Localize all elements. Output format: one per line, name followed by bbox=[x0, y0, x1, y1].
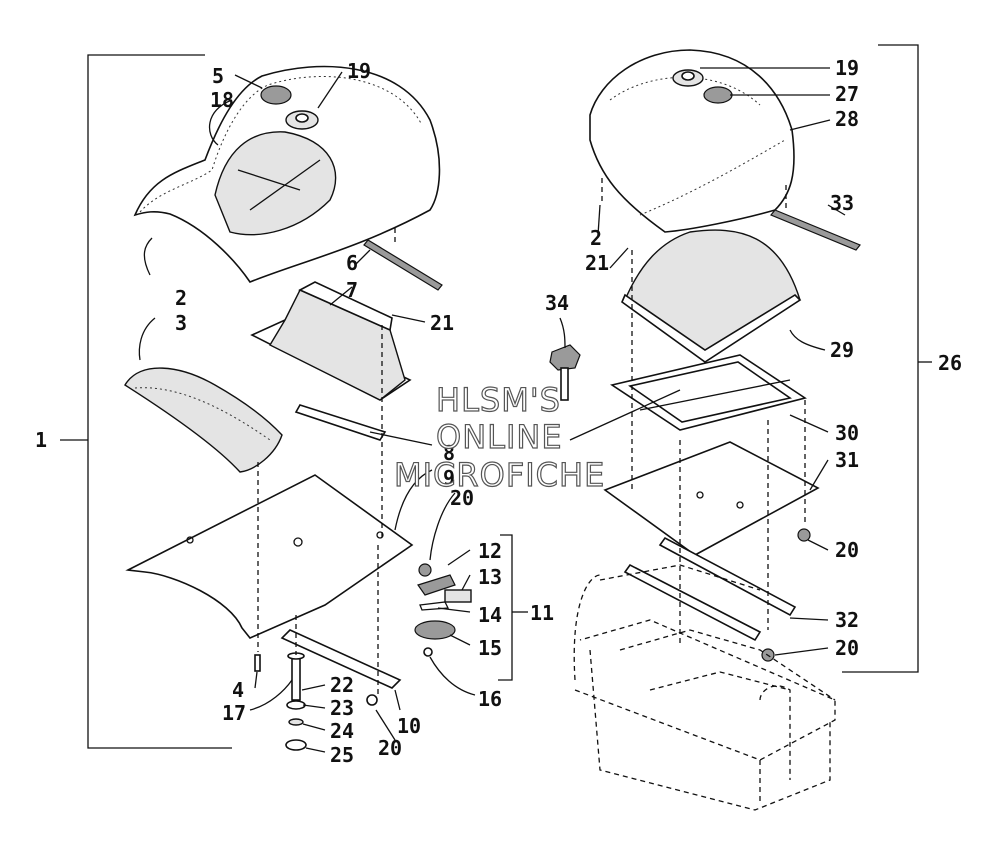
part-30-frame bbox=[610, 354, 807, 431]
callout-21-left: 21 bbox=[430, 311, 454, 335]
part-31-plate bbox=[603, 441, 820, 556]
bolt-stack bbox=[254, 652, 378, 751]
callout-9: 9 bbox=[443, 466, 455, 490]
watermark-line-2: ONLINE bbox=[436, 418, 563, 456]
callout-19-left: 19 bbox=[347, 59, 371, 83]
part-34-knob bbox=[549, 344, 581, 401]
callout-24: 24 bbox=[330, 719, 354, 743]
watermark: HLSM'S ONLINE MICROFICHE bbox=[393, 380, 605, 494]
part-6-strap bbox=[363, 239, 443, 291]
callout-26: 26 bbox=[938, 351, 962, 375]
callout-33: 33 bbox=[830, 191, 854, 215]
callout-22: 22 bbox=[330, 673, 354, 697]
part-5-pad bbox=[260, 85, 292, 105]
callout-20-d: 20 bbox=[835, 636, 859, 660]
callout-labels: 1 2 3 4 5 6 7 8 9 10 11 12 13 14 15 16 1… bbox=[35, 56, 962, 767]
callout-15: 15 bbox=[478, 636, 502, 660]
callout-18: 18 bbox=[210, 88, 234, 112]
bracket-right bbox=[842, 44, 932, 673]
part-9-base-plate bbox=[125, 474, 414, 639]
callout-32: 32 bbox=[835, 608, 859, 632]
callout-13: 13 bbox=[478, 565, 502, 589]
callout-20-a: 20 bbox=[450, 486, 474, 510]
callout-10: 10 bbox=[397, 714, 421, 738]
callout-23: 23 bbox=[330, 696, 354, 720]
callout-12: 12 bbox=[478, 539, 502, 563]
part-29-cushion-base bbox=[621, 229, 802, 363]
callout-27: 27 bbox=[835, 82, 859, 106]
callout-11: 11 bbox=[530, 601, 554, 625]
callout-21-right: 21 bbox=[585, 251, 609, 275]
bracket-left bbox=[60, 54, 232, 749]
callout-5: 5 bbox=[212, 64, 224, 88]
callout-7: 7 bbox=[346, 278, 358, 302]
callout-19-right: 19 bbox=[835, 56, 859, 80]
callout-8: 8 bbox=[443, 441, 455, 465]
callout-34: 34 bbox=[545, 291, 569, 315]
callout-6: 6 bbox=[346, 251, 358, 275]
part-8-bracket bbox=[294, 404, 387, 441]
callout-28: 28 bbox=[835, 107, 859, 131]
callout-3: 3 bbox=[175, 311, 187, 335]
hardware-12-16 bbox=[414, 563, 472, 657]
right-guide-lines bbox=[601, 178, 806, 645]
callout-29: 29 bbox=[830, 338, 854, 362]
callout-16: 16 bbox=[478, 687, 502, 711]
part-3-shell bbox=[124, 367, 283, 473]
leader-lines bbox=[138, 67, 846, 753]
callout-20-b: 20 bbox=[378, 736, 402, 760]
vehicle-frame bbox=[573, 564, 836, 811]
right-seat-cushion bbox=[589, 49, 795, 233]
part-10-rail bbox=[280, 629, 402, 689]
callout-30: 30 bbox=[835, 421, 859, 445]
part-7-storage-box bbox=[250, 281, 412, 401]
callout-4: 4 bbox=[232, 678, 244, 702]
part-19-handle-left bbox=[285, 110, 319, 130]
part-33-strap bbox=[770, 209, 861, 251]
callout-2-right: 2 bbox=[590, 226, 602, 250]
callout-1: 1 bbox=[35, 428, 47, 452]
watermark-line-1: HLSM'S bbox=[436, 381, 561, 419]
callout-31: 31 bbox=[835, 448, 859, 472]
bracket-hardware bbox=[498, 534, 528, 681]
callout-14: 14 bbox=[478, 603, 502, 627]
part-32-rail-assembly bbox=[623, 528, 811, 662]
left-seat-cushion bbox=[133, 65, 441, 283]
callout-25: 25 bbox=[330, 743, 354, 767]
callout-2: 2 bbox=[175, 286, 187, 310]
left-guide-lines bbox=[257, 228, 396, 695]
callout-20-c: 20 bbox=[835, 538, 859, 562]
callout-17: 17 bbox=[222, 701, 246, 725]
watermark-line-3: MICROFICHE bbox=[394, 456, 605, 494]
